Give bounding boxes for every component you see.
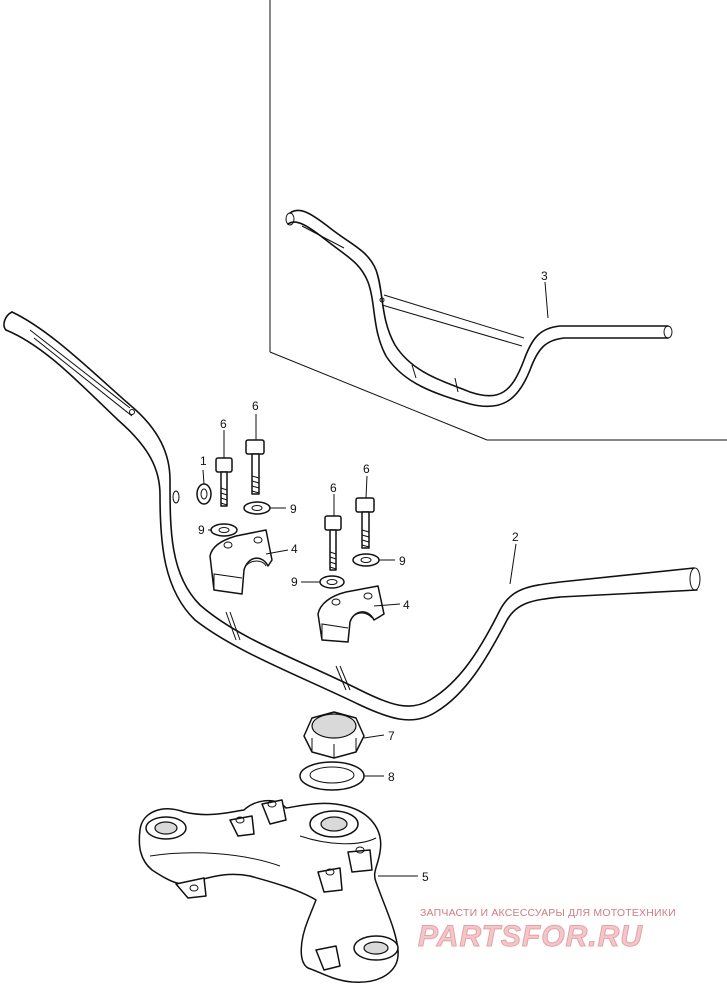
nut-7 [303, 711, 365, 759]
callout-8: 8 [388, 770, 395, 784]
callout-6d: 6 [363, 462, 370, 476]
bolt-6b [245, 439, 265, 495]
bolt-6d [355, 497, 375, 549]
watermark: ЗАПЧАСТИ И АКСЕССУАРЫ ДЛЯ МОТОТЕХНИКИ PA… [418, 907, 676, 954]
callout-4b: 4 [403, 598, 410, 612]
washer-8 [299, 761, 365, 791]
callout-9c: 9 [291, 575, 298, 589]
top-bridge-5 [138, 799, 399, 983]
callout-9a: 9 [198, 523, 205, 537]
callout-6b: 6 [252, 399, 259, 413]
callout-9d: 9 [399, 554, 406, 568]
washer-9b [243, 501, 271, 515]
callout-6a: 6 [220, 417, 227, 431]
washer-9c [319, 575, 345, 589]
bolt-6a [215, 457, 233, 507]
upper-holder-4a [209, 529, 273, 595]
handlebar-alternate [285, 209, 673, 408]
callout-9b: 9 [290, 502, 297, 516]
callout-1: 1 [200, 454, 207, 468]
handlebar-main [3, 311, 701, 721]
callout-labels: 1 2 3 4 4 5 6 6 6 6 7 8 9 9 9 9 [198, 269, 548, 884]
part-1-clip [196, 469, 212, 505]
bolt-6c [324, 515, 342, 571]
callout-4a: 4 [291, 542, 298, 556]
callout-5: 5 [422, 870, 429, 884]
callout-3: 3 [541, 269, 548, 283]
callout-6c: 6 [330, 481, 337, 495]
callout-2: 2 [512, 530, 519, 544]
upper-holder-4b [317, 585, 385, 643]
callout-7: 7 [388, 729, 395, 743]
inset-frame [269, 0, 727, 441]
washer-9a [210, 523, 238, 537]
washer-9d [352, 553, 380, 567]
leader-lines [208, 281, 549, 877]
watermark-logo: PARTSFOR.RU [418, 920, 643, 953]
watermark-tagline: ЗАПЧАСТИ И АКСЕССУАРЫ ДЛЯ МОТОТЕХНИКИ [420, 907, 676, 919]
